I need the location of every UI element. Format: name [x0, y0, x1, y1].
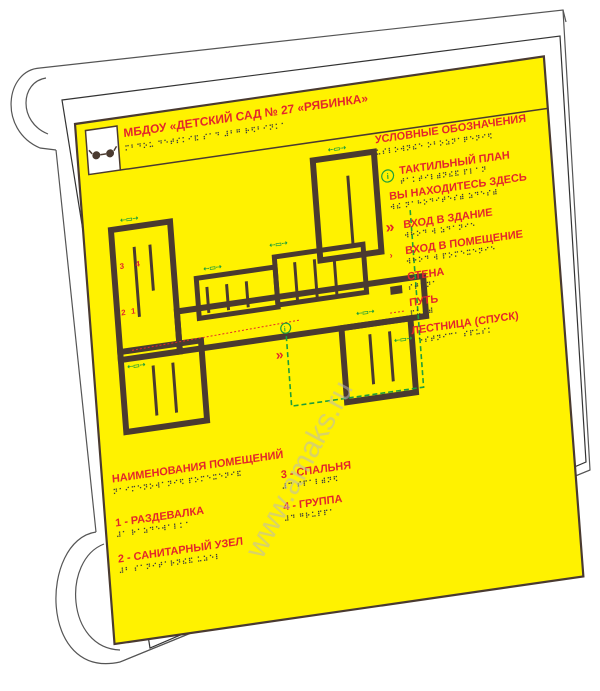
title-divider: [120, 107, 548, 171]
route-green-dashed: [285, 207, 425, 408]
stand-bottom-curl-inner: [75, 543, 121, 651]
glasses-logo-box: [84, 125, 122, 176]
route-dotted: [131, 319, 300, 351]
legend-info-icon: [381, 169, 395, 183]
map-num-4: 4: [135, 259, 141, 269]
panel-background: [73, 55, 585, 646]
wall-partitions: [132, 175, 395, 416]
svg-text:⇠▭⇢: ⇠▭⇢: [120, 215, 139, 225]
building-entrance-icon: »: [275, 346, 284, 363]
floor-plan: 3 4 2 1 ⇠▭⇢ ⇠▭⇢ ⇠▭⇢ ⇠▭⇢ ⇠▭⇢ ⇠▭⇢ i »: [107, 145, 430, 436]
legend-info-letter: i: [386, 172, 389, 181]
glasses-icon: [88, 145, 118, 160]
svg-text:⇠▭⇢: ⇠▭⇢: [269, 240, 288, 250]
legend-room-entrance-icon: ›: [389, 250, 393, 260]
stand-top-curl-inner: [25, 77, 49, 135]
svg-text:⇠▭⇢: ⇠▭⇢: [127, 362, 146, 372]
wall-left-wing: [107, 218, 184, 364]
map-num-3: 3: [119, 261, 125, 271]
tactile-panel: МБДОУ «ДЕТСКИЙ САД № 27 «РЯБИНКА» ⠍⠃⠙⠕⠥ …: [73, 55, 585, 646]
stand-bottom-curl: [55, 531, 121, 665]
door-markers: ⇠▭⇢ ⇠▭⇢ ⇠▭⇢ ⇠▭⇢ ⇠▭⇢ ⇠▭⇢: [120, 145, 375, 372]
wall-right-lower: [338, 314, 420, 406]
legend-stairs-icon: ⇠▭⇢: [394, 335, 413, 345]
svg-text:⇠▭⇢: ⇠▭⇢: [203, 264, 222, 274]
svg-text:⇠▭⇢: ⇠▭⇢: [356, 308, 375, 318]
wall-corridor: [173, 272, 430, 355]
wall-left-lower: [117, 336, 211, 436]
map-num-2: 2: [121, 308, 127, 318]
legend-building-entrance-icon: »: [385, 219, 395, 237]
map-num-1: 1: [131, 306, 137, 316]
legend-path-swatch: [390, 310, 406, 314]
you-are-here-icon: [280, 322, 292, 334]
legend-wall-swatch: [390, 285, 403, 295]
stand-left-edge: [55, 149, 97, 533]
legend-wall: СТЕНА: [407, 266, 445, 283]
wall-right-upper: [309, 148, 385, 264]
stand-top-right-corner: [562, 9, 567, 23]
legend-path: ПУТЬ: [409, 293, 439, 309]
stand-top-curl: [10, 67, 57, 151]
you-are-here-letter: i: [284, 326, 287, 333]
legend-path-braille: ⠏⠥⠞⠾: [410, 307, 435, 318]
svg-text:⇠▭⇢: ⇠▭⇢: [328, 145, 347, 155]
